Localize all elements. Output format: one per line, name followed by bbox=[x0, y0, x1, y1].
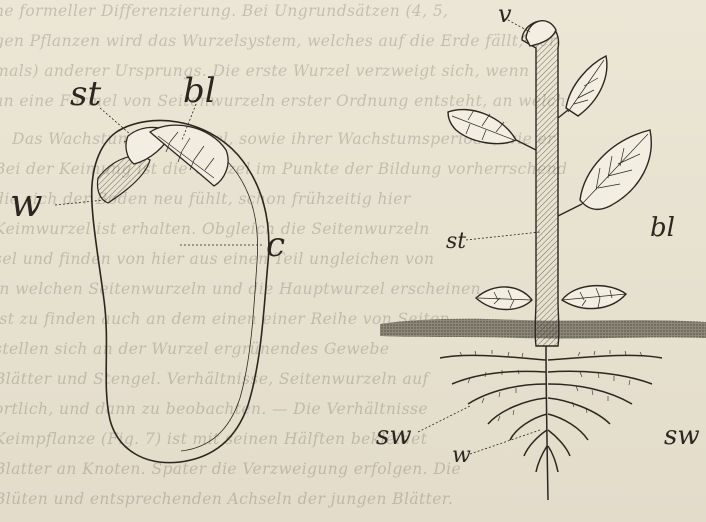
seed-figure bbox=[55, 104, 269, 463]
label-st-right: st bbox=[446, 229, 466, 254]
petiole bbox=[516, 140, 536, 150]
label-st: st bbox=[70, 74, 101, 114]
label-sw-left: sw bbox=[376, 421, 412, 451]
radicle bbox=[97, 156, 150, 203]
label-c: c bbox=[266, 225, 285, 265]
petiole bbox=[558, 110, 568, 118]
petiole bbox=[558, 204, 582, 216]
label-v: v bbox=[498, 0, 512, 28]
leader-sw-left bbox=[418, 406, 470, 432]
leader-st-right bbox=[466, 232, 540, 240]
label-sw-right: sw bbox=[664, 421, 700, 451]
label-bl-right: bl bbox=[650, 213, 675, 243]
cotyledon-leaf bbox=[150, 125, 228, 186]
leader-w-right bbox=[470, 430, 540, 454]
label-w-left: w bbox=[10, 181, 43, 225]
root-hairs bbox=[460, 350, 642, 421]
upper-left-leaf bbox=[448, 110, 516, 144]
taproot bbox=[546, 346, 548, 500]
seedling-figure bbox=[380, 20, 706, 500]
label-w-right: w bbox=[452, 443, 471, 468]
leader-st bbox=[100, 108, 130, 134]
seed-inner-line bbox=[124, 133, 258, 451]
label-bl-left: bl bbox=[183, 71, 216, 111]
root-system bbox=[440, 346, 662, 500]
leader-w bbox=[55, 200, 104, 205]
